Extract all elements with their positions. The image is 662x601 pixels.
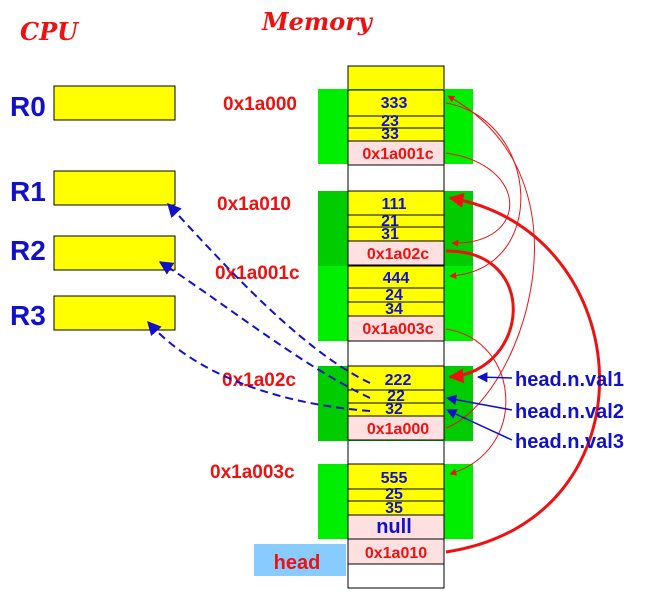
node-0x1a000: 333 23 33 0x1a001c 0x1a000 bbox=[223, 89, 473, 166]
value-text: 34 bbox=[385, 301, 403, 318]
register-label: R2 bbox=[10, 235, 46, 266]
head-label-box bbox=[254, 544, 346, 576]
load-arrow bbox=[167, 202, 371, 384]
cell-val1 bbox=[347, 89, 445, 117]
value-text: 555 bbox=[381, 470, 408, 487]
cpu-title: CPU bbox=[20, 17, 80, 46]
value-text: 111 bbox=[382, 196, 407, 213]
address-label: 0x1a003c bbox=[210, 462, 295, 483]
node-0x1a003c: 555 25 35 null 0x1a003c bbox=[210, 462, 473, 540]
memory-cell-top bbox=[347, 65, 445, 91]
pointer-text: 0x1a02c bbox=[367, 246, 429, 263]
value-text: 333 bbox=[381, 95, 408, 112]
cell-next bbox=[347, 514, 445, 540]
head-label: head bbox=[274, 552, 321, 574]
cell-next bbox=[347, 415, 445, 441]
cell-next bbox=[347, 140, 445, 166]
annotation-arrow bbox=[476, 372, 513, 383]
value-text: 33 bbox=[381, 126, 399, 143]
value-text: 24 bbox=[385, 287, 403, 304]
annotation-val2: head.n.val2 bbox=[515, 401, 624, 423]
register-box bbox=[53, 85, 176, 121]
register-label: R1 bbox=[10, 176, 46, 207]
node-0x1a02c: 222 22 32 0x1a000 0x1a02c bbox=[222, 365, 473, 441]
load-arrow bbox=[147, 320, 371, 412]
pointer-arrow bbox=[445, 95, 535, 429]
annotation-arrow bbox=[446, 409, 513, 441]
register-r2: R2 bbox=[10, 235, 176, 271]
value-text: 222 bbox=[385, 372, 412, 389]
head-value: 0x1a010 bbox=[365, 545, 427, 562]
value-text: 31 bbox=[381, 226, 399, 243]
memory-title: Memory bbox=[261, 7, 374, 36]
load-arrow bbox=[158, 261, 371, 399]
cell-next bbox=[347, 240, 445, 266]
value-text: 21 bbox=[381, 213, 399, 230]
node-0x1a001c: 444 24 34 0x1a003c 0x1a001c bbox=[215, 263, 473, 342]
annotation-val3: head.n.val3 bbox=[515, 431, 624, 453]
register-box bbox=[53, 295, 176, 331]
address-label: 0x1a02c bbox=[222, 370, 296, 391]
register-r1: R1 bbox=[10, 170, 176, 207]
value-text: 25 bbox=[385, 486, 403, 503]
register-r0: R0 bbox=[10, 85, 176, 122]
address-label: 0x1a000 bbox=[223, 94, 297, 115]
annotation-arrow bbox=[445, 394, 513, 411]
cell-val1 bbox=[347, 190, 445, 216]
value-text: 444 bbox=[383, 270, 410, 287]
pointer-arrow bbox=[445, 328, 507, 476]
head-cell bbox=[347, 538, 445, 565]
pointer-arrow bbox=[445, 152, 511, 247]
value-text: 35 bbox=[385, 500, 403, 517]
register-label: R3 bbox=[10, 300, 46, 331]
pointer-arrow-bold bbox=[445, 249, 515, 384]
address-label: 0x1a010 bbox=[217, 194, 291, 215]
pointer-text: 0x1a000 bbox=[367, 421, 429, 438]
cell-val1 bbox=[347, 365, 445, 391]
register-label: R0 bbox=[10, 91, 46, 122]
annotation-val1: head.n.val1 bbox=[515, 369, 624, 391]
register-box bbox=[53, 170, 176, 206]
node-0x1a010: 111 21 31 0x1a02c 0x1a010 bbox=[217, 190, 473, 266]
pointer-text: 0x1a003c bbox=[362, 321, 433, 338]
cell-next bbox=[347, 315, 445, 342]
value-text: 23 bbox=[381, 113, 399, 130]
head-pointer: 0x1a010 head bbox=[254, 538, 445, 576]
value-text: 22 bbox=[387, 388, 405, 405]
pointer-arrow bbox=[445, 102, 522, 280]
null-text: null bbox=[376, 516, 412, 538]
value-text: 32 bbox=[385, 401, 403, 418]
register-box bbox=[53, 235, 176, 271]
pointer-arrow-bold bbox=[445, 192, 602, 554]
pointer-text: 0x1a001c bbox=[362, 146, 433, 163]
address-label: 0x1a001c bbox=[215, 263, 300, 284]
